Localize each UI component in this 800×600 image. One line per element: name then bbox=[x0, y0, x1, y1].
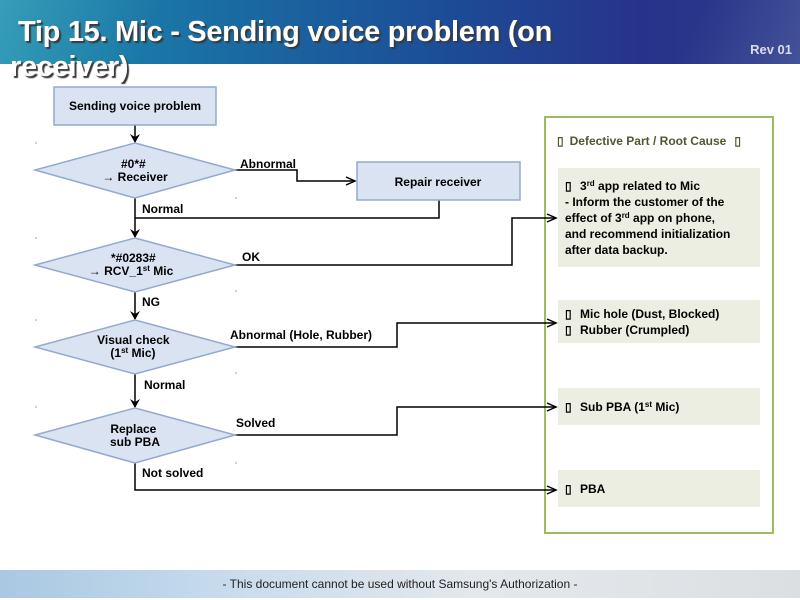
connector-ok-to-3rd-app bbox=[235, 213, 558, 266]
edge-label-solved: Solved bbox=[236, 416, 275, 430]
decision-replace-sub-pba-label: Replace sub PBA bbox=[110, 422, 160, 449]
page-title-line2: receiver) bbox=[10, 51, 129, 83]
edge-label-normal: Normal bbox=[142, 202, 183, 216]
decision-rcv-mic-test-label: *#0283# → RCV_1st Mic bbox=[89, 251, 174, 278]
decor-dot bbox=[235, 197, 237, 199]
connector-abnormal-to-repair bbox=[235, 169, 357, 186]
decor-dot bbox=[35, 142, 37, 144]
connector-repair-return bbox=[135, 200, 440, 219]
edge-label-ok: OK bbox=[242, 250, 260, 264]
decor-dot bbox=[235, 290, 237, 292]
cause-sub-pba-text: ▯ Sub PBA (1st Mic) bbox=[565, 400, 679, 414]
page-title: Tip 15. Mic - Sending voice problem (on … bbox=[10, 15, 650, 85]
decor-dot bbox=[35, 406, 37, 408]
connector-not-solved-to-pba bbox=[134, 463, 558, 495]
revision-label: Rev 01 bbox=[750, 42, 792, 57]
decision-replace-sub-pba bbox=[32, 407, 238, 464]
start-node-label: Sending voice problem bbox=[69, 99, 201, 113]
cause-3rd-app-text: ▯ 3rd app related to Mic - Inform the cu… bbox=[565, 179, 734, 257]
repair-receiver-node bbox=[356, 161, 521, 201]
connector-solved-to-sub-pba bbox=[235, 402, 558, 436]
repair-receiver-label: Repair receiver bbox=[395, 175, 482, 189]
decor-dot bbox=[35, 319, 37, 321]
decision-receiver-test-label: #0*# → Receiver bbox=[102, 157, 168, 184]
page-title-line1: Tip 15. Mic - Sending voice problem (on bbox=[18, 16, 553, 48]
decision-visual-check-label: Visual check (1st Mic) bbox=[97, 333, 173, 360]
cause-box-mic-hole bbox=[558, 300, 760, 343]
cause-mic-hole-text: ▯Mic hole (Dust, Blocked) ▯Rubber (Crump… bbox=[565, 307, 723, 337]
decor-dot bbox=[35, 237, 37, 239]
edge-label-abnormal: Abnormal bbox=[240, 157, 296, 171]
footer-bar: - This document cannot be used without S… bbox=[0, 570, 800, 598]
edge-label-abnormal-hole-rubber: Abnormal (Hole, Rubber) bbox=[230, 328, 372, 342]
decision-rcv-mic-test bbox=[32, 237, 238, 293]
decision-visual-check bbox=[32, 319, 238, 375]
cause-box-sub-pba bbox=[558, 388, 760, 425]
panel-title: ▯Defective Part / Root Cause▯ bbox=[557, 134, 741, 148]
edge-label-normal-2: Normal bbox=[144, 378, 185, 392]
header-banner: Rev 01 bbox=[0, 0, 800, 64]
edge-label-not-solved: Not solved bbox=[142, 466, 203, 480]
start-node bbox=[53, 86, 217, 126]
decor-dot bbox=[235, 372, 237, 374]
edge-label-ng: NG bbox=[142, 295, 160, 309]
cause-box-3rd-app bbox=[558, 168, 760, 267]
cause-pba-text: ▯PBA bbox=[565, 482, 606, 496]
cause-box-pba bbox=[558, 470, 760, 507]
connector-abnormal-to-mic-hole bbox=[235, 318, 558, 348]
decor-dot bbox=[235, 462, 237, 464]
footer-disclaimer: - This document cannot be used without S… bbox=[222, 577, 578, 591]
decision-receiver-test bbox=[32, 142, 238, 199]
